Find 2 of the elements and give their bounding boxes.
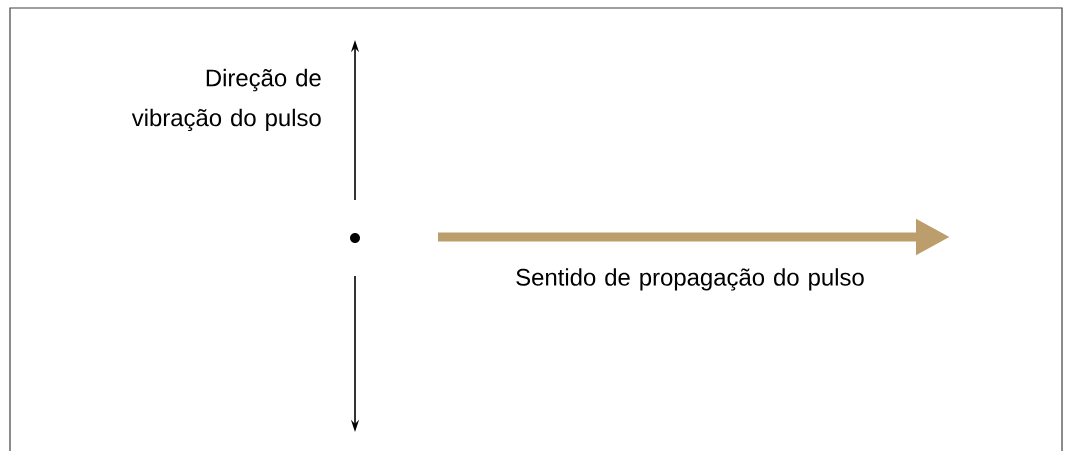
- label: Direção de vibração do pulso: [131, 68, 321, 132]
- label: Sentido de propagação do pulso: [516, 268, 864, 291]
